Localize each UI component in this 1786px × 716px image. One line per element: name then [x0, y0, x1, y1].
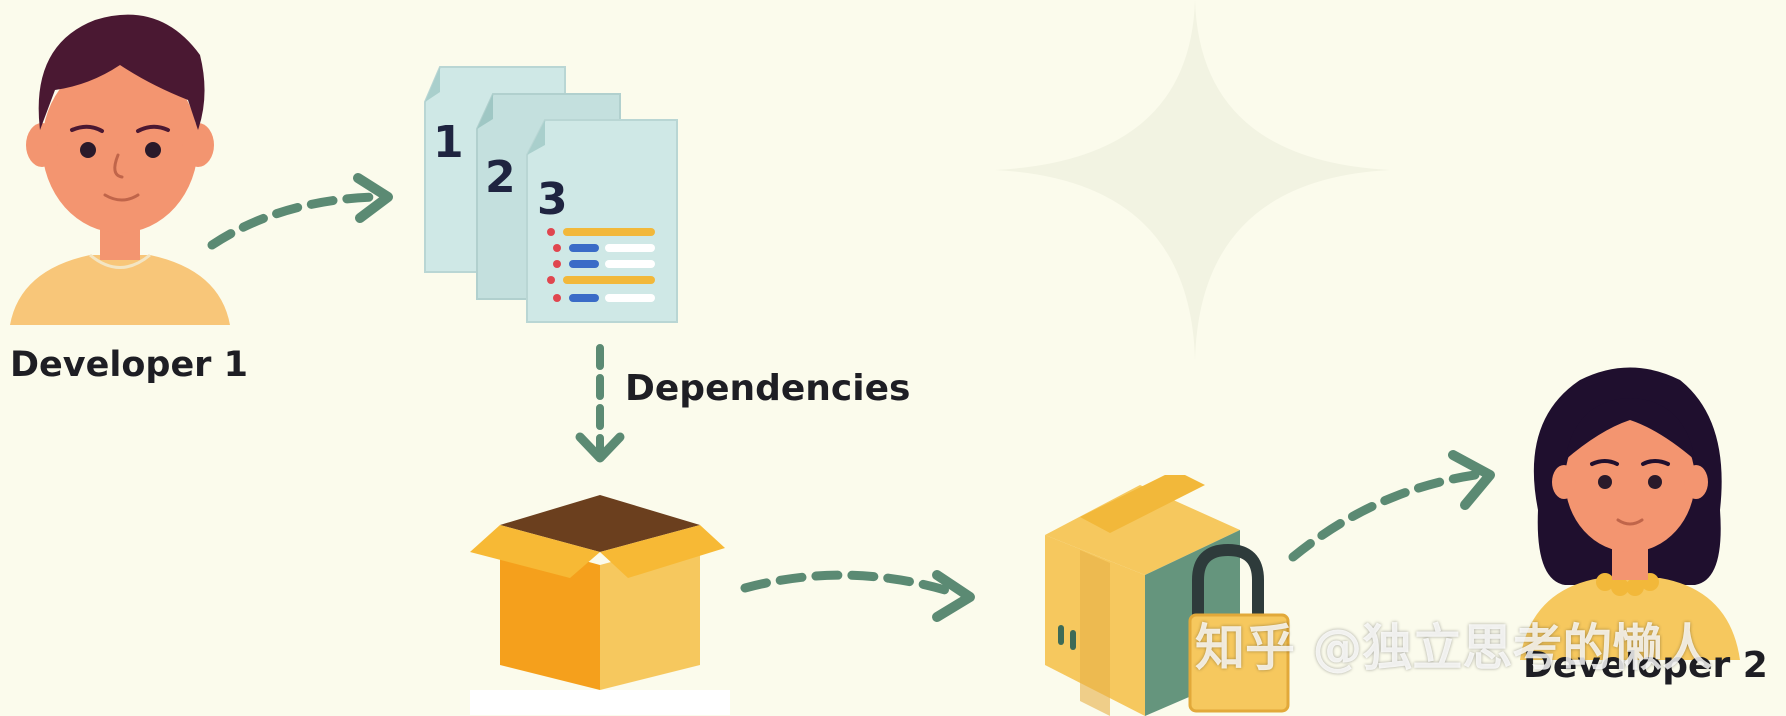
- zhihu-watermark: 知乎 @独立思考的懒人: [1195, 619, 1713, 677]
- developer-2-avatar: [1520, 367, 1740, 660]
- padlock-icon: [1188, 543, 1290, 713]
- dependency-documents-stack: 1 2 3: [424, 66, 678, 323]
- document-number-1: 1: [433, 117, 464, 168]
- dependencies-label: Dependencies: [625, 368, 911, 409]
- open-package-box: [470, 495, 730, 715]
- document-number-2: 2: [485, 152, 516, 203]
- developer-2-label: Developer 2: [1523, 645, 1768, 686]
- document-number-3: 3: [537, 174, 568, 225]
- arrow-package-to-dev2: [1288, 450, 1495, 562]
- developer-1-label: Developer 1: [10, 345, 248, 385]
- locked-package: [1045, 475, 1290, 716]
- arrow-documents-to-box: [575, 344, 625, 463]
- developer-1-avatar: [10, 14, 230, 325]
- arrow-dev1-to-documents: [207, 173, 393, 250]
- arrow-box-to-locked-package: [740, 570, 975, 622]
- document-list-lines: [547, 228, 655, 302]
